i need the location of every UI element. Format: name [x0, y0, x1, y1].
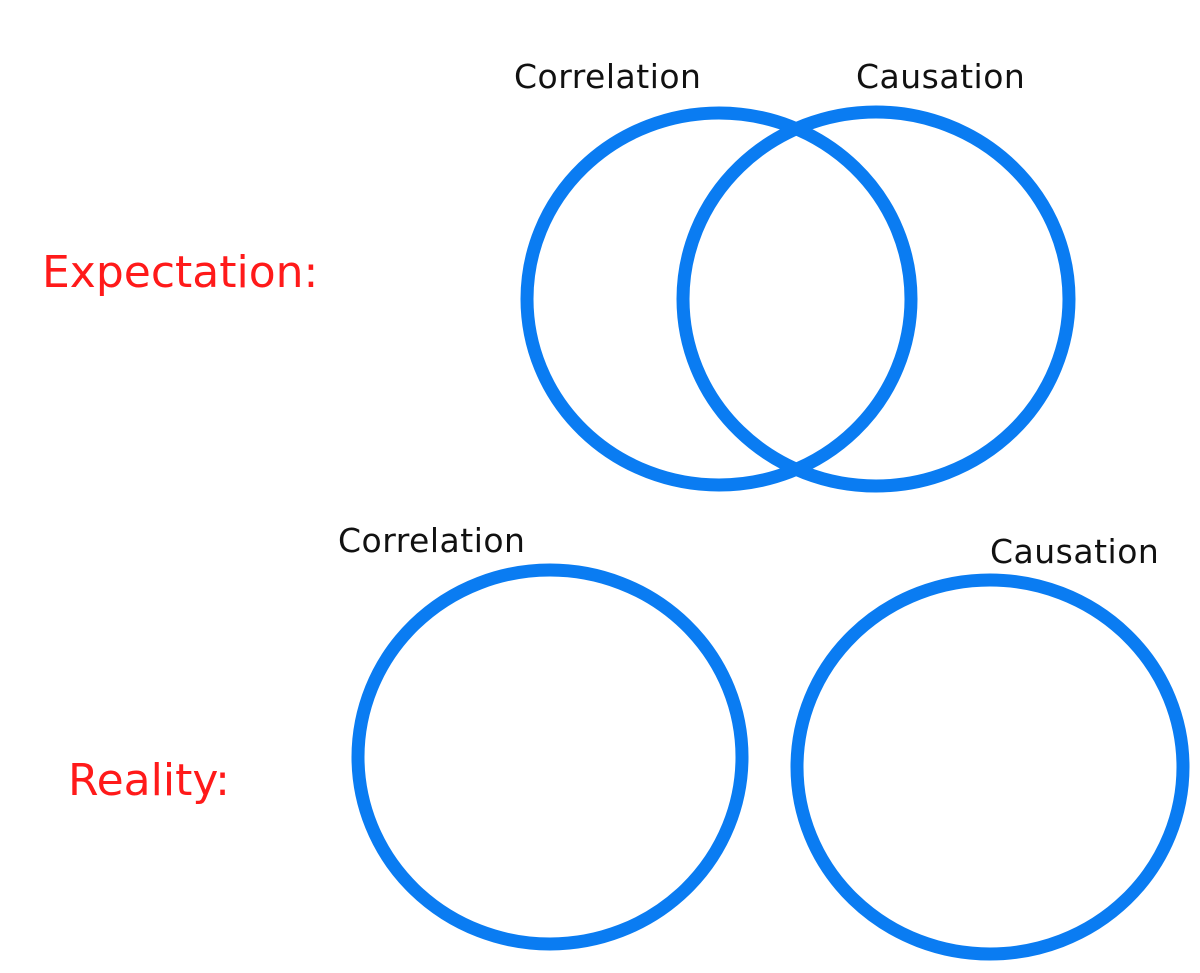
expectation-causation-label: Causation: [856, 57, 1025, 96]
reality-correlation-circle: [351, 563, 749, 951]
expectation-label: Expectation:: [42, 247, 318, 298]
reality-label: Reality:: [68, 755, 230, 806]
reality-group: Reality: Correlation Causation: [68, 521, 1190, 961]
expectation-group: Expectation: Correlation Causation: [42, 57, 1076, 493]
reality-causation-label: Causation: [990, 532, 1159, 571]
expectation-correlation-circle: [520, 106, 918, 492]
reality-correlation-label: Correlation: [338, 521, 525, 560]
expectation-causation-circle: [676, 105, 1076, 493]
reality-causation-circle: [790, 573, 1190, 961]
expectation-correlation-label: Correlation: [514, 57, 701, 96]
